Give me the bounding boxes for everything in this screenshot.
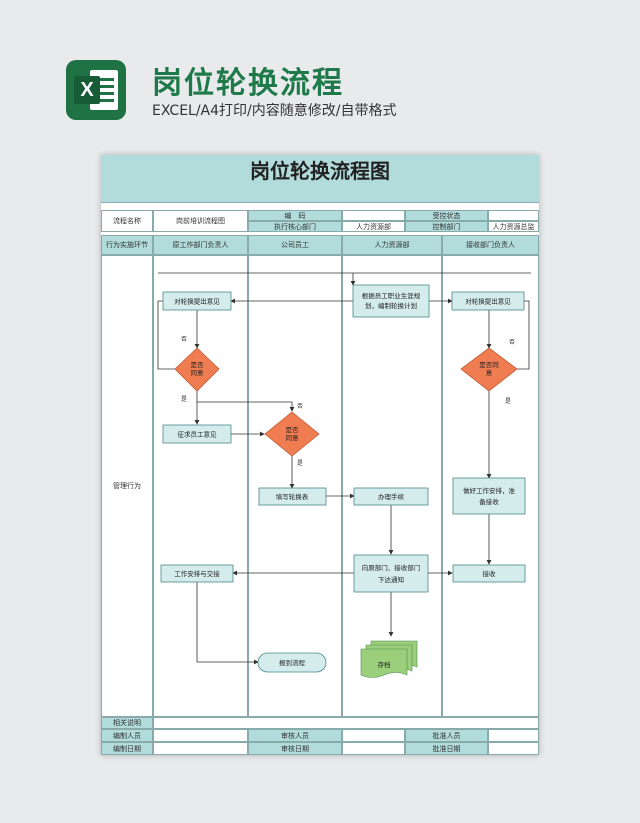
- flow-box-feedback-receiving: 对轮换提出意见: [451, 291, 525, 311]
- svg-text:征求员工意见: 征求员工意见: [178, 430, 218, 439]
- svg-text:是否同: 是否同: [479, 361, 499, 369]
- no-label-d3: 否: [509, 339, 515, 346]
- exec-dept-label: 执行核心部门: [248, 221, 342, 232]
- decision-diamond-original-agree: 是否 同意: [174, 347, 220, 392]
- flow-box-rotation-plan: 根据员工职业生涯规 划，编制轮换计划: [352, 284, 430, 318]
- control-dept-value: 人力资源总监: [488, 221, 539, 232]
- flow-box-issue-notice: 向原部门、接收部门 下达通知: [353, 554, 429, 593]
- lane-row-label: 行为实施环节: [101, 235, 153, 255]
- approve-date-value: [488, 742, 539, 755]
- exec-dept-value: 人力资源部: [342, 221, 405, 232]
- preparer-value: [153, 729, 248, 742]
- code-value: [342, 210, 405, 221]
- banner-title: 岗位轮换流程: [152, 66, 344, 101]
- svg-text:向原部门、接收部门: 向原部门、接收部门: [362, 563, 421, 572]
- svg-text:工作安排与交接: 工作安排与交接: [174, 569, 220, 578]
- no-label-d2: 否: [297, 403, 303, 410]
- approve-date-label: 批准日期: [405, 742, 488, 755]
- banner: X 岗位轮换流程 EXCEL/A4打印/内容随意修改/自带格式: [0, 0, 640, 140]
- document-title: 岗位轮换流程图: [101, 155, 539, 203]
- review-date-value: [342, 742, 405, 755]
- svg-text:对轮换提出意见: 对轮换提出意见: [465, 297, 511, 306]
- no-label-d1: 否: [181, 336, 187, 343]
- svg-text:是否: 是否: [191, 361, 205, 369]
- prep-date-label: 编制日期: [101, 742, 153, 755]
- process-name-value: 岗前培训流程图: [153, 210, 248, 232]
- reviewer-label: 审核人员: [248, 729, 342, 742]
- prep-date-value: [153, 742, 248, 755]
- flow-terminator-report: 报到流程: [257, 652, 327, 673]
- svg-text:意: 意: [486, 368, 493, 377]
- reviewer-value: [342, 729, 405, 742]
- svg-text:同意: 同意: [191, 368, 205, 377]
- flow-box-prepare-receive: 做好工作安排，准 备接收: [452, 477, 526, 515]
- document-sheet: 岗位轮换流程图 流程名称 岗前培训流程图 编 码 受控状态 执行核心部门 人力资…: [101, 155, 539, 755]
- excel-x-mark: X: [74, 76, 100, 104]
- flow-box-handover: 工作安排与交接: [160, 564, 234, 583]
- status-value: [488, 210, 539, 221]
- connector-lines: [157, 272, 531, 665]
- notes-label: 相关说明: [101, 717, 153, 729]
- svg-text:是否: 是否: [286, 426, 300, 434]
- flow-box-process-procedures: 办理手续: [353, 487, 429, 506]
- flowchart: 对轮换提出意见 根据员工职业生涯规 划，编制轮换计划 对轮换提出意见 是否 同意…: [157, 272, 531, 678]
- decision-diamond-receiving-agree: 是否同 意: [460, 347, 518, 392]
- svg-text:对轮换提出意见: 对轮换提出意见: [174, 297, 220, 306]
- lane-header-hr: 人力资源部: [342, 235, 442, 255]
- flow-box-fill-form: 填写轮换表: [258, 487, 327, 506]
- svg-text:划，编制轮换计划: 划，编制轮换计划: [365, 301, 417, 310]
- lane-header-receiving-dept: 接收部门负责人: [442, 235, 539, 255]
- behavior-label: 管理行为: [101, 255, 153, 717]
- lane-header-employee: 公司员工: [248, 235, 342, 255]
- approver-value: [488, 729, 539, 742]
- lane-hr: [342, 255, 442, 717]
- process-name-label: 流程名称: [101, 210, 153, 232]
- flow-box-ask-employee: 征求员工意见: [162, 424, 232, 444]
- svg-text:根据员工职业生涯规: 根据员工职业生涯规: [362, 291, 421, 300]
- review-date-label: 审核日期: [248, 742, 342, 755]
- preparer-label: 编制人员: [101, 729, 153, 742]
- status-label: 受控状态: [405, 210, 488, 221]
- flow-box-receive: 接收: [452, 564, 526, 583]
- lane-header-original-dept: 原工作部门负责人: [153, 235, 248, 255]
- svg-text:接收: 接收: [483, 569, 497, 578]
- decision-diamond-employee-agree: 是否 同意: [264, 411, 320, 457]
- code-label: 编 码: [248, 210, 342, 221]
- svg-text:填写轮换表: 填写轮换表: [276, 492, 309, 501]
- svg-text:办理手续: 办理手续: [378, 492, 405, 501]
- svg-text:存档: 存档: [378, 660, 391, 669]
- svg-text:做好工作安排，准: 做好工作安排，准: [463, 486, 516, 495]
- svg-text:报到流程: 报到流程: [279, 658, 306, 667]
- svg-text:备接收: 备接收: [479, 497, 499, 506]
- flow-documents-archive: 存档: [360, 640, 418, 678]
- control-dept-label: 控制部门: [405, 221, 488, 232]
- notes-value: [153, 717, 539, 729]
- yes-label-d1: 是: [181, 396, 187, 403]
- svg-text:下达通知: 下达通知: [378, 575, 404, 584]
- excel-icon: X: [66, 60, 126, 120]
- flow-box-feedback-original: 对轮换提出意见: [162, 291, 232, 311]
- lane-original-dept: [153, 255, 248, 717]
- banner-subtitle: EXCEL/A4打印/内容随意修改/自带格式: [152, 103, 397, 119]
- yes-label-d2: 是: [297, 460, 303, 467]
- approver-label: 批准人员: [405, 729, 488, 742]
- svg-text:同意: 同意: [286, 433, 300, 442]
- yes-label-d3: 是: [505, 398, 511, 405]
- lane-employee: [248, 255, 342, 717]
